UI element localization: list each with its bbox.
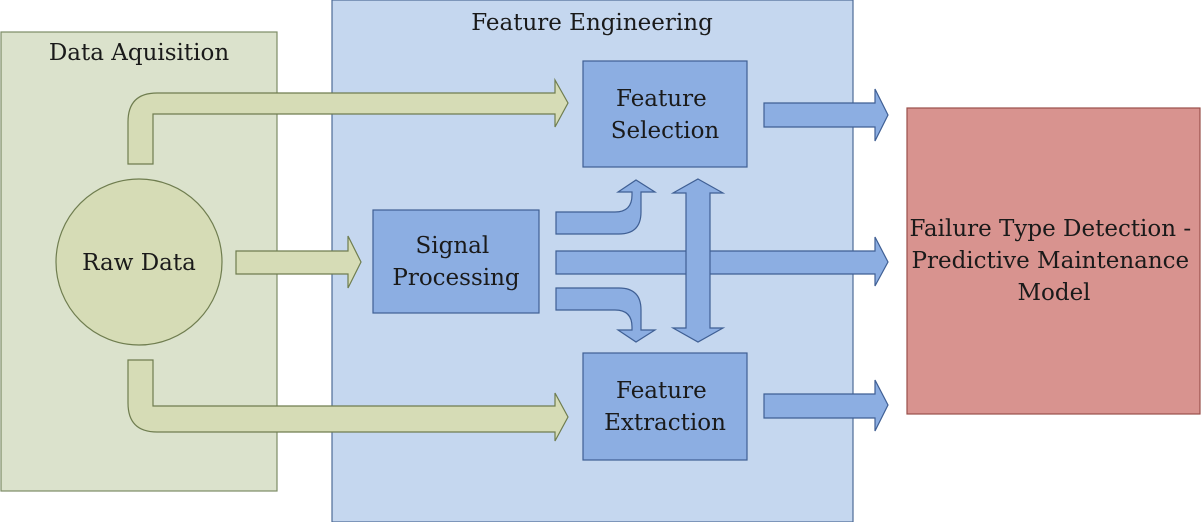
feature-extraction-label-line2: Extraction — [604, 410, 726, 436]
signal-processing-label: Signal Processing — [392, 233, 520, 291]
raw-data-node — [55, 178, 223, 346]
model-label: Failure Type Detection - Predictive Main… — [910, 216, 1199, 306]
arrow-extraction-to-model — [763, 379, 889, 432]
feature-selection-label: Feature Selection — [611, 86, 720, 144]
feature-extraction-label-line1: Feature — [616, 378, 707, 404]
arrow-raw-to-selection — [127, 77, 569, 165]
feature-engineering-title: Feature Engineering — [471, 10, 713, 36]
data-acquisition-title: Data Aquisition — [49, 40, 230, 66]
arrow-selection-to-model — [763, 88, 889, 142]
raw-data-label: Raw Data — [82, 250, 196, 276]
signal-processing-label-line1: Signal — [415, 233, 489, 259]
arrow-selection-extraction-bidirectional — [670, 178, 726, 343]
arrow-signal-to-extraction — [555, 287, 658, 343]
model-label-line2: Predictive Maintenance — [912, 248, 1190, 274]
feature-selection-node — [582, 60, 748, 168]
feature-extraction-node — [582, 352, 748, 461]
feature-extraction-label: Feature Extraction — [604, 378, 726, 436]
predictive-maintenance-model-node — [906, 107, 1201, 415]
arrow-raw-to-extraction — [127, 359, 569, 442]
model-label-line1: Failure Type Detection - — [910, 216, 1192, 242]
model-label-line3: Model — [1017, 280, 1090, 306]
arrow-raw-to-signal — [235, 235, 362, 289]
feature-selection-label-line1: Feature — [616, 86, 707, 112]
arrow-signal-to-model — [555, 236, 889, 287]
signal-processing-node — [372, 209, 540, 314]
signal-processing-label-line2: Processing — [392, 265, 520, 291]
feature-selection-label-line2: Selection — [611, 118, 720, 144]
arrow-signal-to-selection — [555, 179, 658, 235]
